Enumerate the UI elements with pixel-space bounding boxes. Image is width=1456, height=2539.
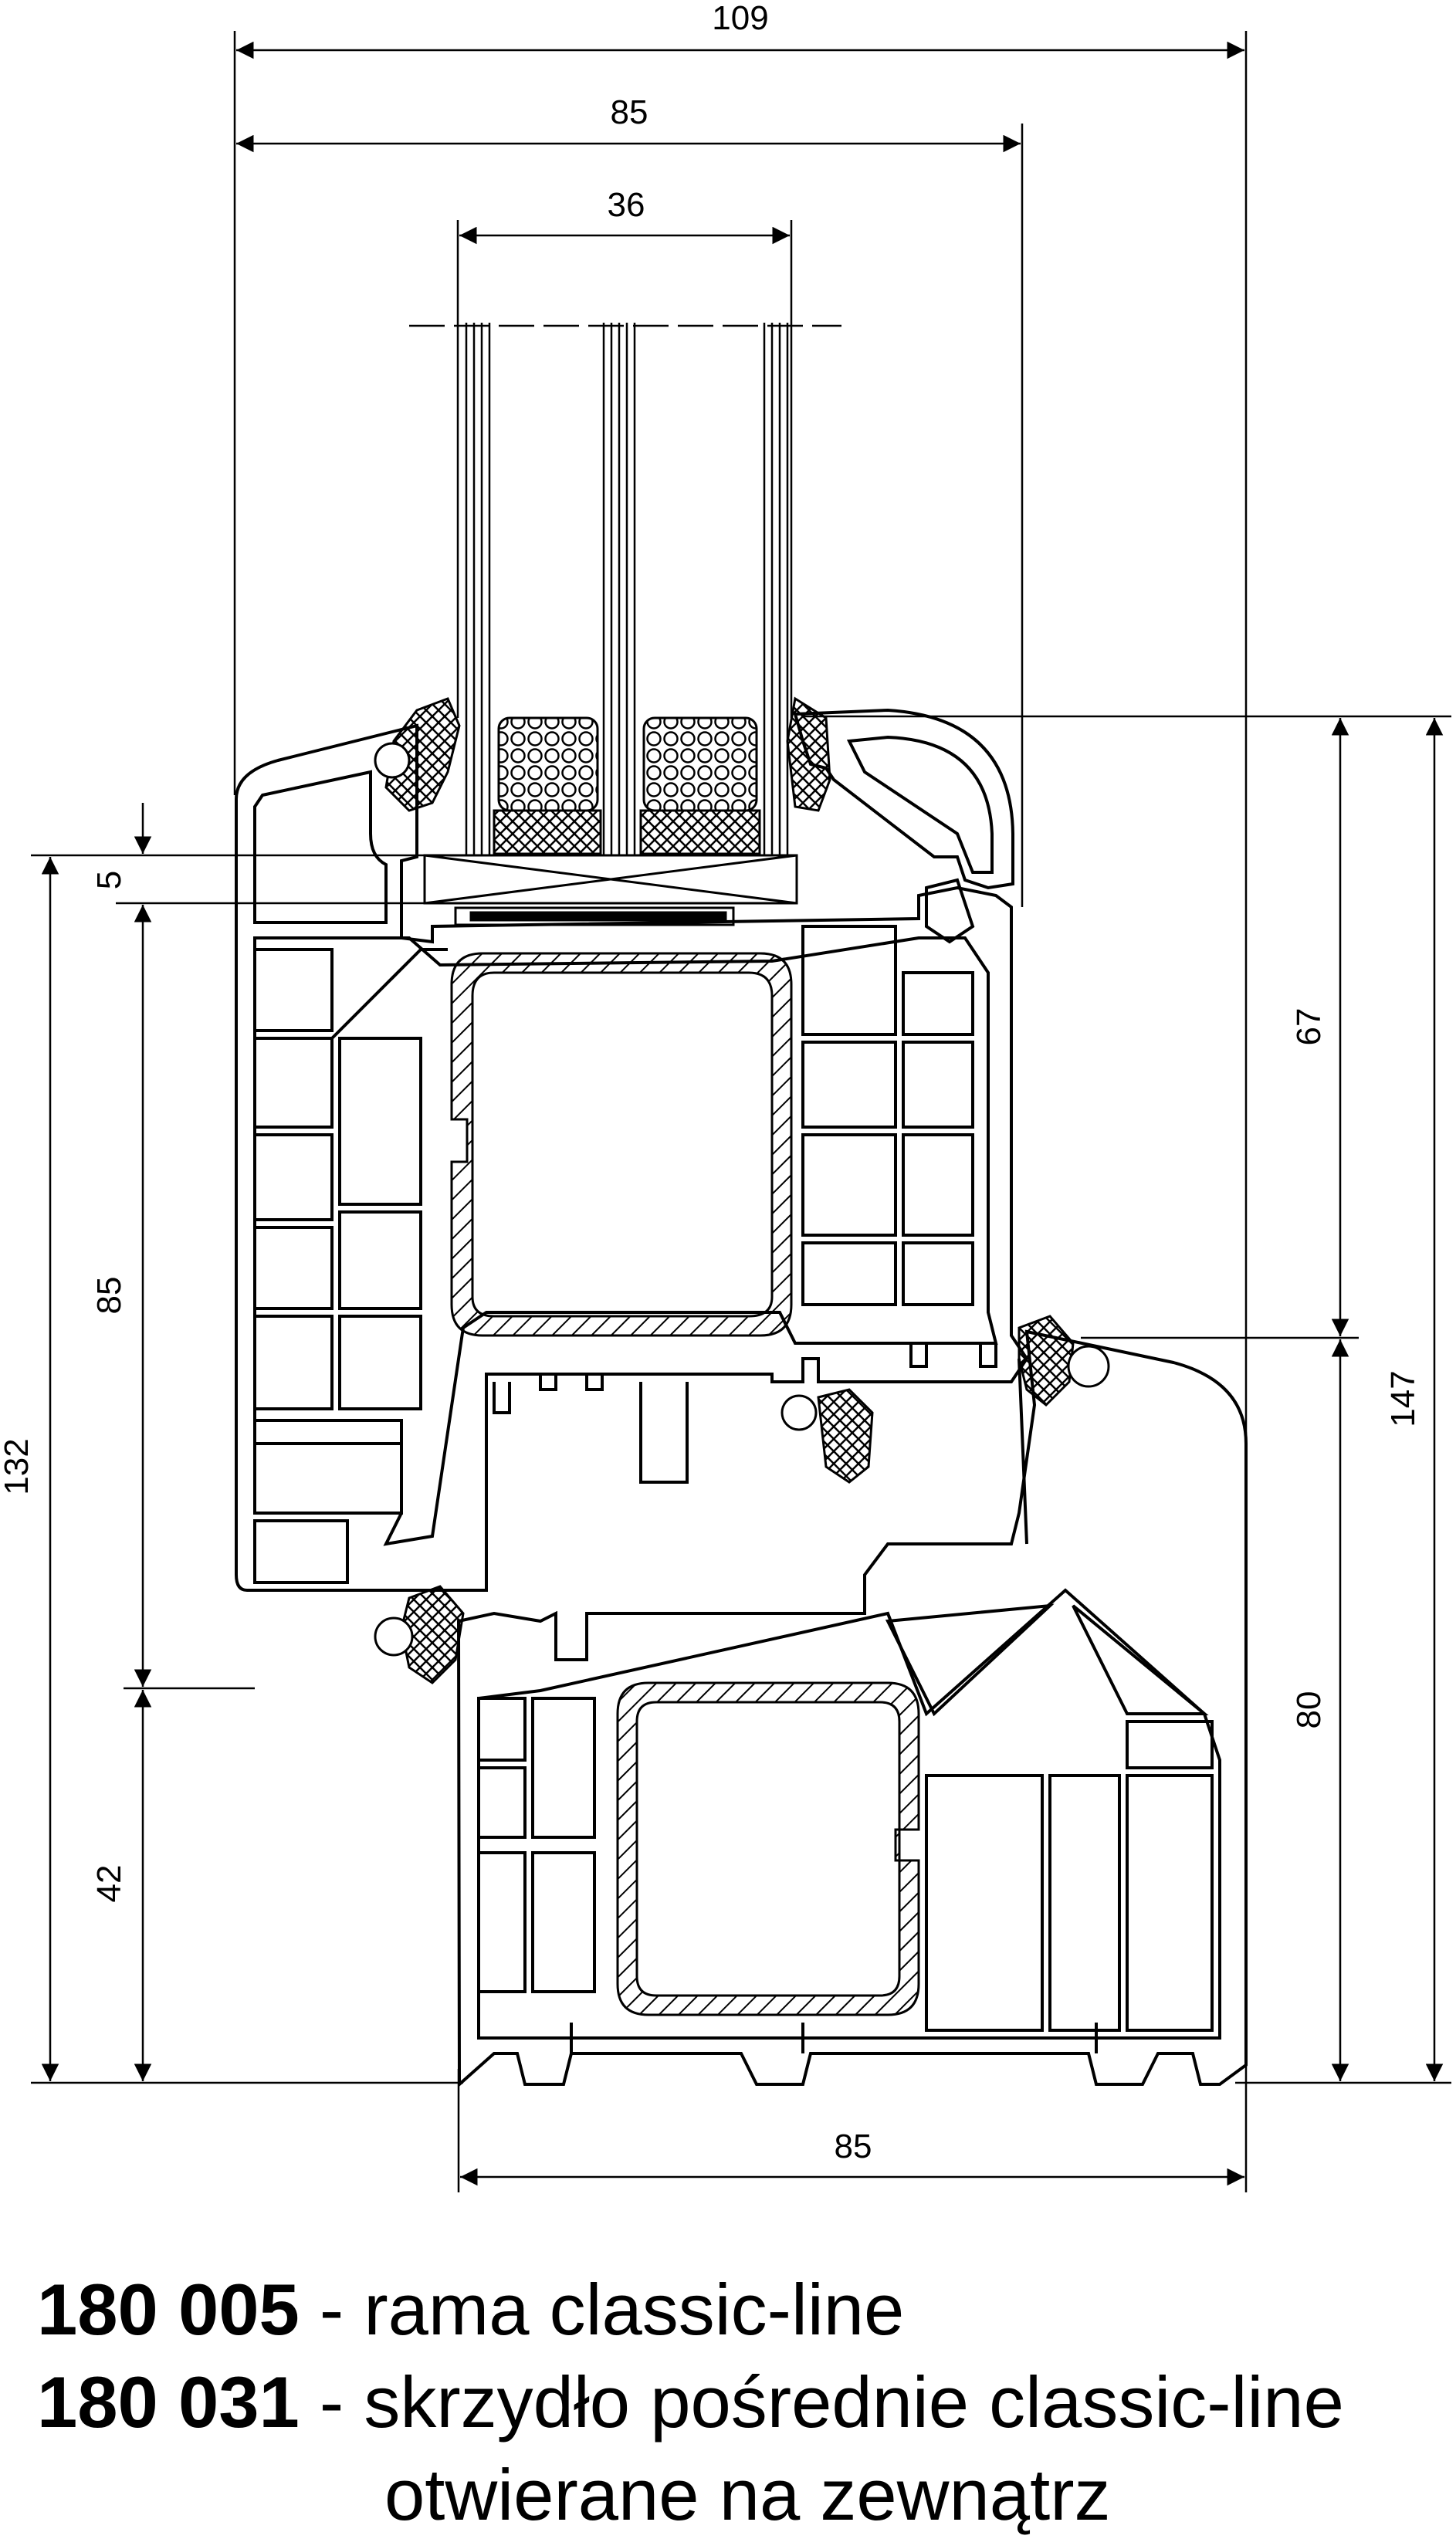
sash-profile [235,723,1029,1592]
dim-147: 147 [1384,1370,1422,1427]
glazing-bead [793,708,1014,944]
caption-text-3: otwierane na zewnątrz [384,2454,1111,2535]
dim-109: 109 [712,0,768,37]
sash-reinforcement [450,952,793,1337]
frame-profile [456,1329,1248,2088]
caption-text-1: rama classic-line [364,2269,905,2350]
dim-85-top: 85 [611,93,648,131]
caption-code-1: 180 005 [37,2269,300,2350]
triple-glazing [409,323,841,858]
caption-text-2: skrzydło pośrednie classic-line [364,2361,1344,2443]
dim-85-left: 85 [90,1277,128,1315]
dim-85-bottom: 85 [835,2128,872,2165]
dim-5: 5 [90,871,128,889]
caption-line-2: 180 031 - skrzydło pośrednie classic-lin… [37,2366,1344,2439]
dimension-lines [31,31,1451,2192]
dim-80: 80 [1290,1691,1328,1729]
caption-line-1: 180 005 - rama classic-line [37,2273,904,2346]
frame-reinforcement [616,1681,920,2016]
gaskets [374,696,1110,1684]
caption-separator-2: - [299,2361,364,2443]
dim-42: 42 [90,1865,128,1903]
caption-separator-1: - [299,2269,364,2350]
glazing-block [423,854,798,926]
caption-code-2: 180 031 [37,2361,300,2443]
glazing-spacers [493,716,761,855]
dim-132: 132 [0,1438,36,1495]
caption-line-3: otwierane na zewnątrz [384,2459,1111,2531]
dim-36: 36 [608,186,645,224]
dimension-labels: 109 85 36 5 85 42 132 67 80 147 85 [0,0,1422,2165]
dim-67: 67 [1290,1008,1328,1046]
